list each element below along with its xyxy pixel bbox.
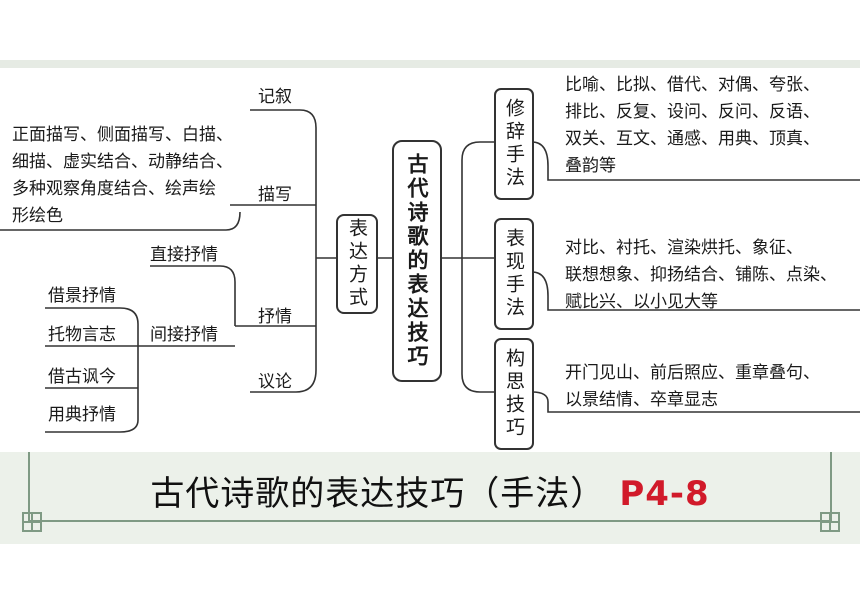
method-label: 描写 [258, 185, 292, 205]
technique-label: 构思技巧 [503, 348, 525, 440]
detail-line: 赋比兴、以小见大等 [565, 292, 718, 312]
detail-line: 以景结情、卒章显志 [565, 390, 718, 410]
lyric-sub-label: 直接抒情 [150, 245, 218, 265]
technique-box: 表现手法 [494, 218, 534, 330]
technique-box: 构思技巧 [494, 338, 534, 450]
detail-line: 开门见山、前后照应、重章叠句、 [565, 363, 820, 383]
detail-line: 排比、反复、设问、反问、反语、 [565, 102, 820, 122]
page-code: P4-8 [619, 474, 710, 514]
method-label: 抒情 [258, 307, 292, 327]
footer-rule [28, 520, 832, 522]
indirect-item: 用典抒情 [48, 405, 116, 425]
branch-box: 表达方式 [336, 214, 378, 314]
footer-right-rule [830, 452, 832, 522]
detail-line: 细描、虚实结合、动静结合、 [12, 152, 233, 172]
indirect-item: 托物言志 [48, 325, 116, 345]
corner-ornament-icon [22, 512, 42, 532]
page-title: 古代诗歌的表达技巧（手法） P4-8 [0, 466, 860, 515]
page-title-text: 古代诗歌的表达技巧（手法） [150, 474, 606, 514]
top-decor-strip [0, 60, 860, 68]
central-label: 古代诗歌的表达技巧 [405, 153, 430, 369]
detail-line: 比喻、比拟、借代、对偶、夸张、 [565, 75, 820, 95]
lyric-sub-label: 间接抒情 [150, 325, 218, 345]
footer-left-rule [28, 452, 30, 522]
connector-lines [0, 109, 860, 433]
footer-ribbon [0, 452, 860, 544]
method-label: 议论 [258, 372, 292, 392]
method-label: 记叙 [258, 87, 292, 107]
detail-line: 正面描写、侧面描写、白描、 [12, 125, 233, 145]
branch-label: 表达方式 [346, 218, 368, 310]
indirect-item: 借古讽今 [48, 367, 116, 387]
central-box: 古代诗歌的表达技巧 [392, 140, 442, 382]
detail-line: 双关、互文、通感、用典、顶真、 [565, 129, 820, 149]
technique-box: 修辞手法 [494, 88, 534, 200]
technique-label: 表现手法 [503, 228, 525, 320]
detail-line: 多种观察角度结合、绘声绘 [12, 179, 216, 199]
detail-line: 联想想象、抑扬结合、铺陈、点染、 [565, 265, 837, 285]
detail-line: 叠韵等 [565, 156, 616, 176]
detail-line: 形绘色 [12, 206, 63, 226]
corner-ornament-icon [820, 512, 840, 532]
technique-label: 修辞手法 [503, 98, 525, 190]
indirect-item: 借景抒情 [48, 286, 116, 306]
detail-line: 对比、衬托、渲染烘托、象征、 [565, 238, 803, 258]
